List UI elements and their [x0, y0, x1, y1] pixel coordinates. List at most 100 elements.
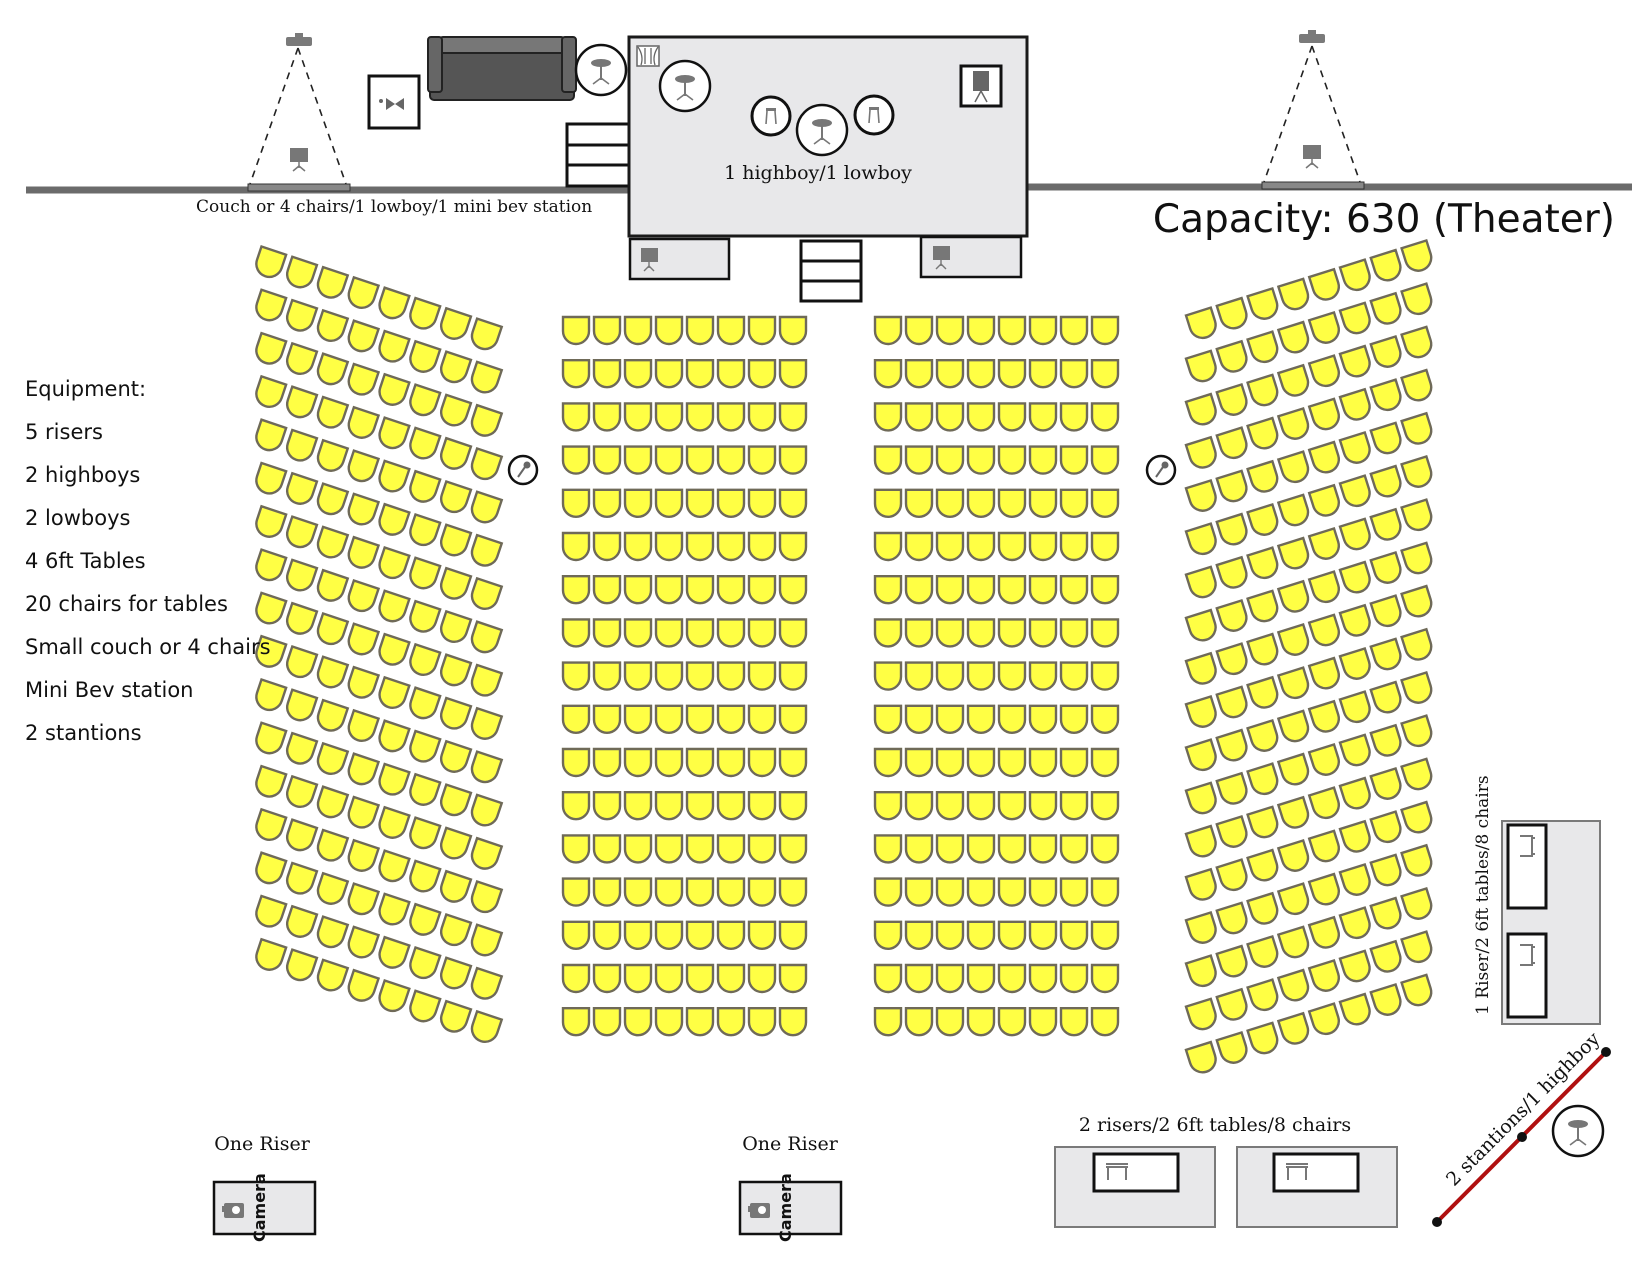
chair	[623, 661, 653, 691]
chair	[255, 764, 288, 798]
screen-icon	[290, 148, 308, 172]
chair	[470, 879, 504, 914]
camera-label: Camera	[776, 1173, 795, 1242]
chair	[997, 920, 1027, 950]
chair	[778, 704, 808, 734]
chair	[1184, 1040, 1217, 1074]
chair	[1276, 1011, 1310, 1045]
six-ft-table	[1506, 932, 1548, 1019]
chair	[316, 308, 350, 342]
chair	[935, 488, 965, 518]
chair	[255, 418, 288, 452]
chair	[1090, 488, 1120, 518]
chair	[1246, 632, 1279, 666]
chair	[1276, 579, 1310, 613]
chair	[716, 791, 746, 821]
chair	[1369, 594, 1402, 628]
six-ft-table	[1506, 823, 1548, 910]
chair	[685, 445, 715, 475]
chair	[873, 445, 903, 475]
chair	[1246, 805, 1279, 839]
chair	[347, 622, 381, 656]
chair	[1400, 368, 1433, 402]
chair	[1215, 771, 1248, 805]
chair	[747, 920, 777, 950]
chair	[378, 762, 411, 796]
chair	[873, 791, 903, 821]
chair	[966, 445, 996, 475]
microphone-icon	[507, 454, 539, 486]
monitor-riser-left	[628, 237, 731, 281]
chair	[347, 968, 381, 1002]
chair	[470, 923, 504, 957]
chair	[561, 445, 591, 475]
chair	[1028, 1007, 1058, 1037]
chair	[347, 925, 381, 959]
chair	[1276, 709, 1310, 743]
chair	[1215, 728, 1248, 762]
chair	[997, 704, 1027, 734]
chair	[654, 402, 684, 432]
chair	[904, 791, 934, 821]
chair	[1369, 810, 1402, 844]
chair	[685, 834, 715, 864]
chair	[654, 359, 684, 389]
chair	[1215, 339, 1248, 373]
lounge-label: Couch or 4 chairs/1 lowboy/1 mini bev st…	[196, 197, 592, 217]
chair	[1400, 843, 1433, 877]
chair	[966, 488, 996, 518]
chair	[347, 752, 381, 786]
chair	[378, 416, 411, 450]
chair	[316, 871, 350, 905]
chair	[997, 315, 1027, 346]
chair	[470, 706, 504, 740]
chair	[966, 791, 996, 821]
chair	[997, 445, 1027, 475]
chair	[561, 488, 591, 518]
chair	[935, 315, 965, 346]
chair	[778, 877, 808, 907]
chair	[592, 1007, 622, 1037]
chair	[1246, 762, 1279, 796]
seating-section-left-wing	[255, 244, 504, 1043]
chair	[904, 920, 934, 950]
chair	[592, 704, 622, 734]
chair	[778, 834, 808, 864]
chair	[1338, 862, 1371, 896]
chair	[592, 445, 622, 475]
chair	[1059, 618, 1089, 648]
chair	[966, 704, 996, 734]
chair	[316, 395, 350, 429]
chair	[440, 739, 473, 773]
chair	[1338, 949, 1371, 983]
microphone-icon	[1145, 454, 1177, 486]
chair	[685, 575, 715, 605]
chair	[623, 834, 653, 864]
chair	[592, 575, 622, 605]
chair	[873, 963, 903, 994]
chair	[1090, 445, 1120, 475]
chair	[873, 359, 903, 389]
chair	[904, 834, 934, 864]
chair	[255, 331, 288, 365]
chair	[904, 1007, 934, 1037]
chair	[1400, 757, 1433, 791]
chair	[470, 966, 504, 1000]
chair	[778, 575, 808, 605]
equipment-item: 2 lowboys	[25, 506, 131, 530]
chair	[873, 877, 903, 907]
chair	[1246, 502, 1279, 536]
chair	[1307, 397, 1340, 431]
chair	[685, 747, 715, 778]
chair	[316, 785, 350, 819]
chair	[1090, 834, 1120, 864]
camera-label: Camera	[250, 1173, 269, 1242]
chair	[1369, 421, 1402, 455]
chair	[1215, 555, 1248, 589]
chair	[561, 618, 591, 648]
chair	[1276, 882, 1310, 916]
chair	[716, 531, 746, 562]
chair	[904, 402, 934, 432]
chair	[592, 963, 622, 994]
chair	[470, 446, 504, 481]
